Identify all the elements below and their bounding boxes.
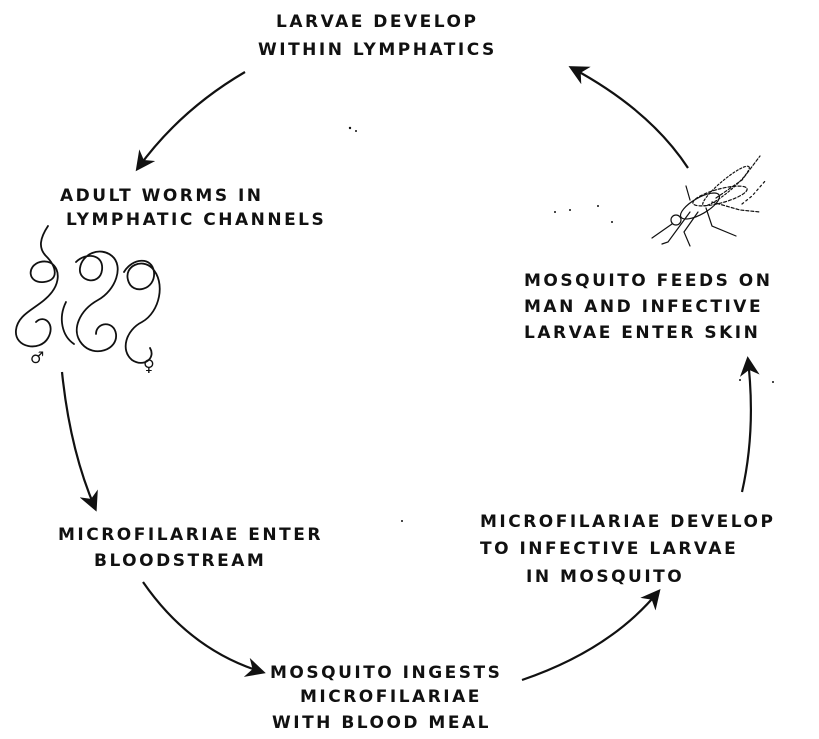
adult-worms-illustration: [16, 226, 160, 363]
stage-adult-worms-line-2: LYMPHATIC CHANNELS: [66, 212, 326, 229]
stage-larvae-develop-line-2: WITHIN LYMPHATICS: [258, 42, 497, 59]
stage-microfilariae-develop-line-3: IN MOSQUITO: [526, 569, 684, 586]
stage-mosquito-ingests-line-1: MOSQUITO INGESTS: [270, 665, 502, 682]
stage-mosquito-ingests-line-3: WITH BLOOD MEAL: [272, 715, 491, 732]
cycle-arrow-left: [62, 372, 95, 508]
stage-microfilariae-develop-line-2: TO INFECTIVE LARVAE: [480, 541, 738, 558]
stage-adult-worms-line-1: ADULT WORMS IN: [60, 188, 264, 205]
cycle-arrow-top-left: [138, 72, 245, 168]
cycle-arrow-top-right: [572, 68, 688, 168]
stage-microfilariae-enter-line-2: BLOODSTREAM: [94, 553, 266, 570]
male-symbol: ♂: [30, 348, 44, 367]
cycle-arrow-right: [742, 360, 751, 492]
stage-microfilariae-develop-line-1: MICROFILARIAE DEVELOP: [480, 514, 775, 531]
stage-mosquito-feeds-line-2: MAN AND INFECTIVE: [524, 299, 763, 316]
cycle-arrow-bottom-right: [522, 592, 658, 680]
stage-mosquito-feeds-line-3: LARVAE ENTER SKIN: [524, 325, 760, 342]
stage-microfilariae-enter-line-1: MICROFILARIAE ENTER: [58, 527, 323, 544]
stage-mosquito-feeds-line-1: MOSQUITO FEEDS ON: [524, 273, 772, 290]
stage-mosquito-ingests-line-2: MICROFILARIAE: [300, 689, 482, 706]
stage-larvae-develop-line-1: LARVAE DEVELOP: [276, 14, 478, 31]
cycle-arrow-bottom-left: [143, 582, 262, 672]
female-symbol: ♀: [143, 356, 155, 375]
mosquito-illustration: [652, 156, 766, 246]
